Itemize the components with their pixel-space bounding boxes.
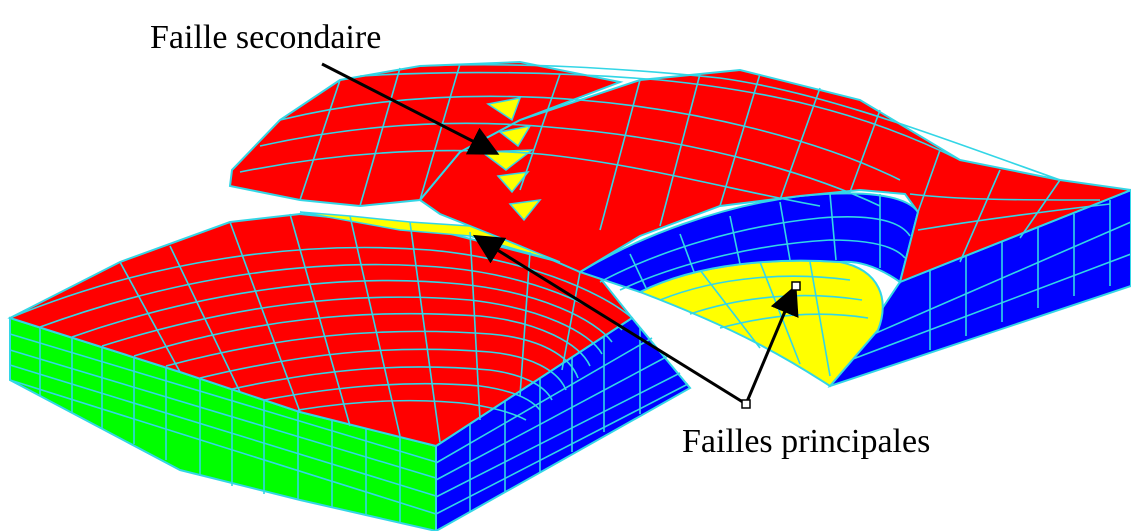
arch-face-mesh xyxy=(599,193,911,291)
annotation-anchor-main xyxy=(741,399,751,409)
annotation-anchor-fault xyxy=(791,281,801,291)
side-face-left-mesh xyxy=(435,328,689,515)
annotation-arrows xyxy=(321,62,801,409)
secondary-fault-slivers xyxy=(299,97,561,263)
main-fault-arrow-left xyxy=(472,234,747,406)
secondary-fault-label: Faille secondaire xyxy=(150,19,381,56)
top-surface-right xyxy=(418,68,1131,284)
main-fault-arrow-right xyxy=(744,284,799,405)
top-surface-mesh xyxy=(9,63,1111,443)
side-face-right-mesh xyxy=(844,200,1131,363)
main-faults-label: Failles principales xyxy=(682,423,930,460)
front-face-mesh xyxy=(9,327,437,522)
secondary-fault-arrow xyxy=(321,62,500,155)
